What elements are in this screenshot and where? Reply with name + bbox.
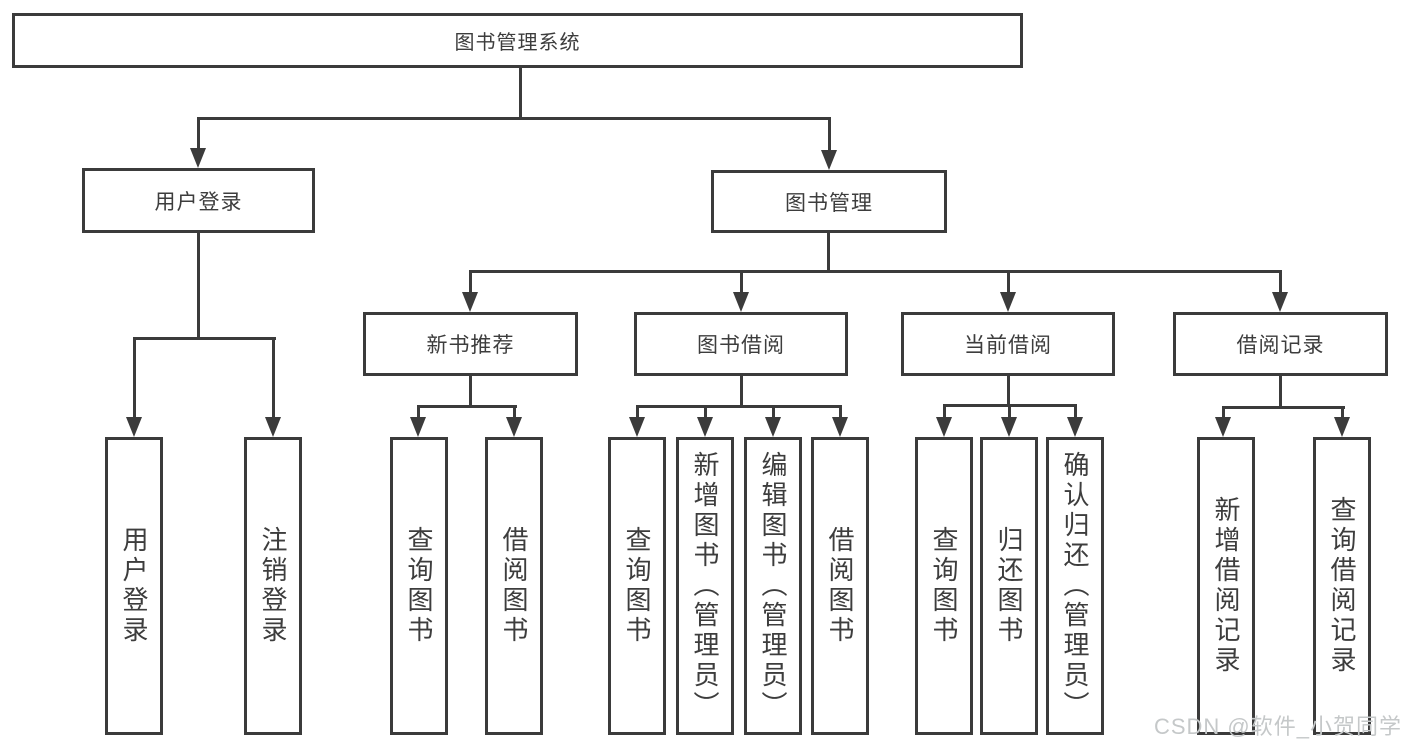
node-current-borrow: 当前借阅 [901,312,1115,376]
arrow-down-icon [1001,417,1017,437]
leaf-borrow-books-2: 借阅图书 [811,437,869,735]
connector-line [513,405,516,417]
connector-line [636,405,842,408]
connector-line [519,67,522,118]
arrow-down-icon [410,417,426,437]
connector-line [469,270,1282,273]
leaf-label: 新增借阅记录 [1211,496,1241,676]
connector-line [636,405,639,417]
node-borrow-record: 借阅记录 [1173,312,1388,376]
arrow-down-icon [462,292,478,312]
leaf-label: 用户登录 [119,526,149,646]
arrow-down-icon [697,417,713,437]
leaf-label: 查询借阅记录 [1327,496,1357,676]
connector-line [197,233,200,338]
arrow-down-icon [1272,292,1288,312]
leaf-label: 注销登录 [258,526,288,646]
connector-line [197,117,200,148]
arrow-down-icon [765,417,781,437]
leaf-label: 归还图书 [994,526,1024,646]
connector-line [469,376,472,408]
node-book-borrow: 图书借阅 [634,312,848,376]
connector-line [1007,270,1010,292]
leaf-label: 借阅图书 [825,526,855,646]
connector-line [133,337,136,417]
connector-line [417,405,420,417]
arrow-down-icon [1334,417,1350,437]
arrow-down-icon [733,292,749,312]
connector-line [1279,270,1282,292]
leaf-query-books-1: 查询图书 [390,437,448,735]
leaf-label: 查询图书 [929,526,959,646]
node-user-login-branch: 用户登录 [82,168,315,233]
arrow-down-icon [1215,417,1231,437]
connector-line [827,233,830,273]
connector-line [1074,404,1077,417]
leaf-label: 确认归还（管理员） [1060,451,1090,721]
leaf-query-books-3: 查询图书 [915,437,973,735]
node-label: 图书管理 [785,191,873,215]
leaf-add-borrow-record: 新增借阅记录 [1197,437,1255,735]
node-label: 当前借阅 [964,334,1052,357]
leaf-add-books-admin: 新增图书（管理员） [676,437,734,735]
node-new-book-recommend: 新书推荐 [363,312,578,376]
leaf-logout: 注销登录 [244,437,302,735]
connector-line [197,117,831,120]
connector-line [772,405,775,417]
arrow-down-icon [821,150,837,170]
leaf-return-books: 归还图书 [980,437,1038,735]
node-label: 图书借阅 [697,334,785,357]
connector-line [417,405,517,408]
leaf-label: 编辑图书（管理员） [758,451,788,721]
leaf-edit-books-admin: 编辑图书（管理员） [744,437,802,735]
watermark: CSDN @软件_小贺同学 [1153,714,1402,739]
arrow-down-icon [936,417,952,437]
leaf-confirm-return-admin: 确认归还（管理员） [1046,437,1104,735]
arrow-down-icon [832,417,848,437]
connector-line [839,405,842,417]
leaf-label: 借阅图书 [499,526,529,646]
connector-line [469,270,472,292]
arrow-down-icon [629,417,645,437]
connector-line [1341,406,1344,417]
connector-line [133,337,276,340]
leaf-user-login: 用户登录 [105,437,163,735]
node-label: 图书管理系统 [454,32,581,54]
connector-line [740,376,743,408]
arrow-down-icon [190,148,206,168]
leaf-label: 查询图书 [404,526,434,646]
connector-line [272,337,275,417]
leaf-borrow-books-1: 借阅图书 [485,437,543,735]
connector-line [1222,406,1345,409]
connector-line [1279,376,1282,409]
connector-line [943,404,946,417]
node-library-management-system: 图书管理系统 [12,13,1023,68]
connector-line [828,117,831,150]
connector-line [1008,404,1011,417]
node-book-management-branch: 图书管理 [711,170,947,233]
leaf-label: 查询图书 [622,526,652,646]
connector-line [1007,376,1010,407]
connector-line [740,270,743,292]
node-label: 用户登录 [154,190,243,214]
arrow-down-icon [265,417,281,437]
node-label: 新书推荐 [426,334,515,357]
connector-line [704,405,707,417]
leaf-label: 新增图书（管理员） [690,451,720,721]
arrow-down-icon [1000,292,1016,312]
node-label: 借阅记录 [1236,334,1325,357]
arrow-down-icon [1067,417,1083,437]
arrow-down-icon [126,417,142,437]
arrow-down-icon [506,417,522,437]
leaf-query-books-2: 查询图书 [608,437,666,735]
leaf-query-borrow-record: 查询借阅记录 [1313,437,1371,735]
connector-line [1222,406,1225,417]
